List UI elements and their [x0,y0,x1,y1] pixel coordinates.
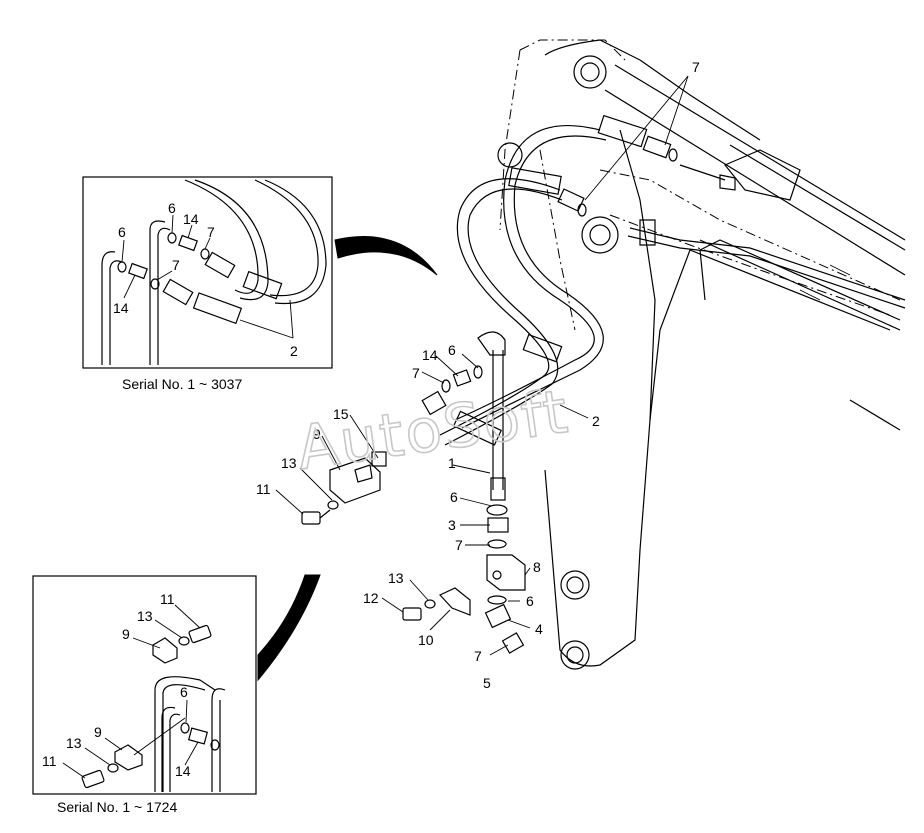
inset-bottom-callout-13a: 13 [137,608,153,624]
main-callouts: 7 2 14 6 7 15 9 13 11 1 6 3 7 8 6 4 7 5 … [256,59,700,691]
inset-top-callout-7b: 7 [172,257,180,273]
inset-top-callout-2: 2 [290,343,298,359]
inset-top-caption: Serial No. 1 ~ 3037 [122,376,242,392]
callout-8: 8 [533,559,541,575]
inset-top: 6 6 14 7 7 14 2 Serial No. 1 ~ 3037 [82,176,333,392]
callout-1: 1 [448,455,456,471]
callout-7a: 7 [412,365,420,381]
callout-9: 9 [313,426,321,442]
callout-4: 4 [535,621,543,637]
callout-5: 5 [483,675,491,691]
inset-bottom-callout-13b: 13 [66,735,82,751]
callout-11: 11 [256,481,271,497]
callout-3: 3 [448,517,456,533]
inset-bottom-callout-14: 14 [175,763,191,779]
callout-6: 6 [448,342,456,358]
callout-12: 12 [363,590,379,606]
callout-10: 10 [418,632,434,648]
inset-bottom-callout-6: 6 [180,684,188,700]
inset-bottom: 11 13 9 6 9 13 11 14 Serial No. 1 ~ 1724 [32,575,257,815]
inset-bottom-callout-11b: 11 [42,753,57,769]
callout-7c: 7 [474,648,482,664]
callout-7-top: 7 [692,59,700,75]
inset-top-callout-6b: 6 [168,200,176,216]
inset-top-callout-6a: 6 [118,224,126,240]
callout-6b: 6 [450,489,458,505]
callout-2-right: 2 [592,413,600,429]
inset-top-callout-7a: 7 [207,224,215,240]
callout-13: 13 [281,455,297,471]
leader-lines [275,75,689,656]
inset-top-callout-14a: 14 [183,211,199,227]
inset-bottom-caption: Serial No. 1 ~ 1724 [57,799,177,815]
inset-top-callout-14b: 14 [113,300,129,316]
inset-bottom-callout-11a: 11 [160,591,175,607]
inset-bottom-callout-9b: 9 [94,724,102,740]
callout-15: 15 [333,406,349,422]
inset-bottom-callout-9a: 9 [122,626,130,642]
hose-assembly [421,114,678,501]
small-parts [301,451,526,654]
callout-6c: 6 [526,593,534,609]
callout-13b: 13 [388,570,404,586]
inset-arrows [257,236,438,682]
callout-7b: 7 [455,537,463,553]
watermark: AutoSoft [293,377,574,484]
callout-14: 14 [422,347,438,363]
boom-structure [497,39,906,670]
